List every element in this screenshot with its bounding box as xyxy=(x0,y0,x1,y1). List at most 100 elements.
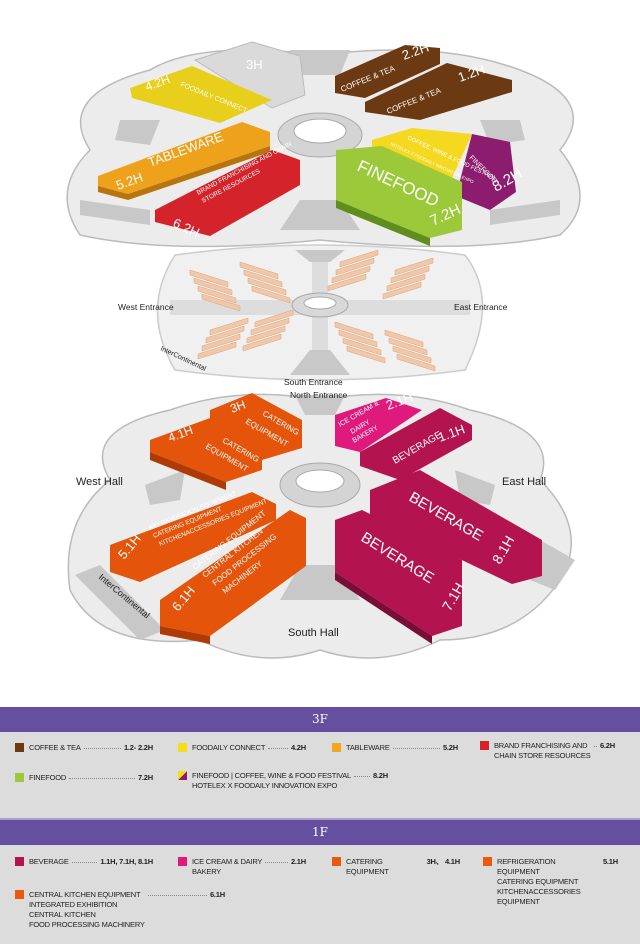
leader-line xyxy=(83,743,121,749)
legend-value: 5.2H xyxy=(442,743,458,752)
hall-3h-lower-number: 3H xyxy=(228,397,247,415)
booth xyxy=(392,345,432,364)
booth xyxy=(388,337,428,356)
legend-label-line: CATERING EQUIPMENT xyxy=(497,877,579,886)
booth xyxy=(209,317,249,336)
booth xyxy=(189,269,229,288)
booth xyxy=(335,257,375,276)
legend-1f-title: 1F xyxy=(0,820,640,845)
lower-center-ring xyxy=(279,462,361,508)
hall-7-1h xyxy=(335,510,462,636)
hall-1-1h xyxy=(360,408,472,480)
legend-label-line: CENTRAL KITCHEN xyxy=(29,910,96,919)
legend-item: FINEFOOD 7.2H xyxy=(15,773,153,783)
legend-value: 6.2H xyxy=(599,741,615,750)
leader-line xyxy=(69,773,135,779)
legend-value: 4.2H xyxy=(290,743,306,752)
booth xyxy=(327,273,367,292)
legend-swatch xyxy=(15,743,24,752)
legend-label: CATERING EQUIPMENT xyxy=(346,857,421,877)
booth xyxy=(242,333,282,352)
leader-line xyxy=(268,743,288,749)
legend-swatch xyxy=(483,857,492,866)
leader-line xyxy=(71,857,98,863)
east-hall-label: East Hall xyxy=(502,476,546,488)
legend-swatch xyxy=(332,743,341,752)
legend-label-line: BAKERY xyxy=(192,867,222,876)
south-entrance-label: South Entrance xyxy=(284,377,343,387)
hall-8-2h xyxy=(456,134,516,210)
legend-label-line: BEVERAGE xyxy=(29,857,69,866)
leader-line xyxy=(354,771,370,777)
booth xyxy=(386,273,426,292)
leader-line xyxy=(147,890,207,896)
booth xyxy=(390,265,430,284)
booth xyxy=(246,325,286,344)
booth-group xyxy=(189,249,436,372)
booth xyxy=(247,277,287,296)
legend-swatch xyxy=(332,857,341,866)
legend-label-line: COFFEE & TEA xyxy=(29,743,81,752)
hall-8-1h xyxy=(370,470,542,584)
legend-label-line: REFRIGERATION EQUIPMENT xyxy=(497,857,556,876)
legend-label-line: BRAND FRANCHISING AND xyxy=(494,741,588,750)
hall-7-2h xyxy=(336,146,462,238)
south-hall-label: South Hall xyxy=(288,627,339,639)
legend-swatch xyxy=(178,771,187,780)
legend-label-line: INTEGRATED EXHIBITION xyxy=(29,900,118,909)
legend-label-line: FOODAILY CONNECT xyxy=(192,743,266,752)
leader-line xyxy=(392,743,440,749)
booth xyxy=(396,353,436,372)
booth xyxy=(239,261,279,280)
legend-label-line: FINEFOOD xyxy=(29,773,67,782)
legend-value: 1.2- 2.2H xyxy=(123,743,153,752)
legend-label-line: CENTRAL KITCHEN EQUIPMENT xyxy=(29,890,141,899)
legend-swatch xyxy=(15,890,24,899)
legend-label-line: FINEFOOD | COFFEE, WINE & FOOD FESTIVAL xyxy=(192,771,352,780)
legend-swatch xyxy=(178,857,187,866)
legend-label: COFFEE & TEA xyxy=(29,743,81,753)
venue-map: 3H 4.2H FOODAILY CONNECT TABLEWARE 5.2H … xyxy=(66,41,581,659)
booth xyxy=(346,345,386,364)
booth xyxy=(201,333,241,352)
hall-3h-upper-label: 3H xyxy=(246,57,263,72)
hall-1-2h xyxy=(365,63,512,120)
legend-swatch xyxy=(480,741,489,750)
booth xyxy=(251,285,291,304)
hall-6-2h xyxy=(155,150,300,236)
hall-4-1h xyxy=(150,418,262,482)
legend-swatch xyxy=(15,857,24,866)
hall-5-2h xyxy=(98,122,270,194)
legend-label: BEVERAGE xyxy=(29,857,69,867)
legend-value: 2.1H xyxy=(290,857,306,866)
booth xyxy=(254,309,294,328)
legend-value: 7.2H xyxy=(137,773,153,782)
legend-item: FOODAILY CONNECT 4.2H xyxy=(178,743,306,753)
booth xyxy=(394,257,434,276)
leader-line xyxy=(265,857,288,863)
legend-label-line: FOOD PROCESSING MACHINERY xyxy=(29,920,145,929)
hall-3h-lower xyxy=(210,393,302,460)
leader-line xyxy=(593,741,597,747)
east-entrance-label: East Entrance xyxy=(454,302,508,312)
hall-blocks-3f xyxy=(98,41,516,246)
legend-value: 6.1H xyxy=(209,890,225,899)
hall-2-1h xyxy=(335,398,422,452)
hall-5-1h xyxy=(110,492,276,582)
booth xyxy=(334,321,374,340)
legend-label: FINEFOOD xyxy=(29,773,66,783)
booth xyxy=(342,337,382,356)
hall-6-1h xyxy=(160,510,306,636)
hall-blocks-1f xyxy=(110,393,542,644)
legend-label: FOODAILY CONNECT xyxy=(192,743,265,753)
